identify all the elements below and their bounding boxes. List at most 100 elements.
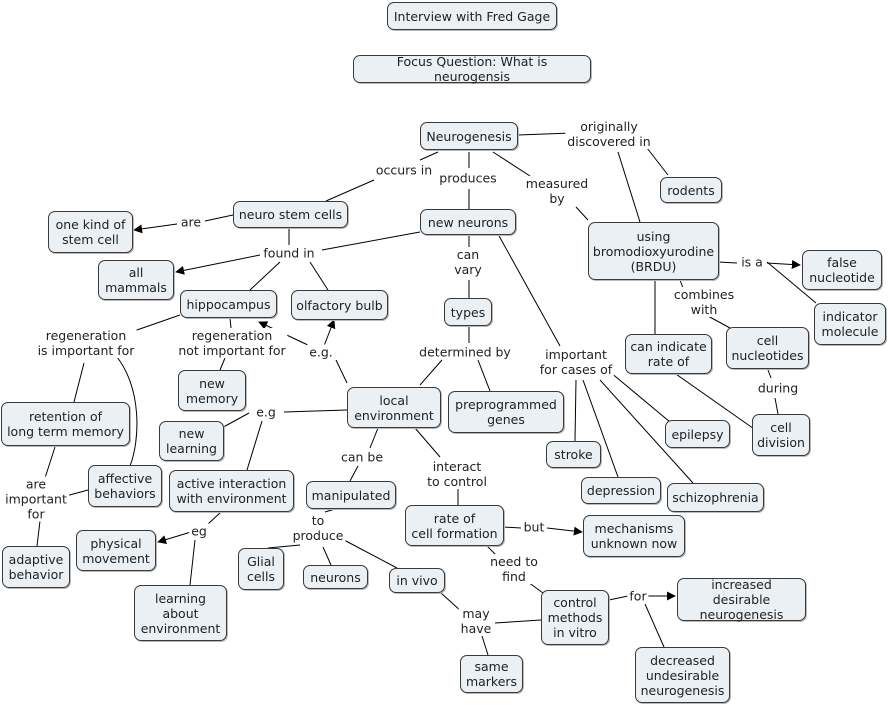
connector bbox=[321, 231, 421, 251]
link-regeneration-important: regeneration is important for bbox=[35, 328, 137, 358]
connector bbox=[175, 254, 261, 275]
node-control-methods-in-vitro: control methods in vitro bbox=[541, 590, 609, 645]
link-need-to-find: need to find bbox=[488, 554, 540, 584]
connector bbox=[717, 261, 738, 264]
connector bbox=[73, 362, 85, 403]
link-for: for bbox=[627, 588, 649, 604]
connector bbox=[672, 371, 758, 432]
node-false-nucleotide: false nucleotide bbox=[802, 250, 882, 290]
connector bbox=[582, 379, 619, 478]
connector bbox=[440, 592, 463, 613]
link-during: during bbox=[755, 380, 801, 396]
node-rodents: rodents bbox=[660, 177, 722, 203]
link-is-a: is a bbox=[739, 254, 765, 270]
connector bbox=[229, 317, 232, 329]
link-but: but bbox=[521, 519, 547, 535]
connector bbox=[322, 546, 332, 566]
link-combines-with: combines with bbox=[671, 287, 737, 317]
link-are: are bbox=[178, 214, 204, 230]
connector bbox=[325, 179, 375, 202]
connector bbox=[419, 359, 443, 386]
connector bbox=[133, 223, 178, 234]
node-preprogrammed-genes: preprogrammed genes bbox=[448, 391, 564, 433]
node-hippocampus: hippocampus bbox=[180, 290, 277, 318]
link-originally-discovered-in: originally discovered in bbox=[565, 119, 653, 149]
node-glial-cells: Glial cells bbox=[238, 548, 284, 590]
node-epilepsy: epilepsy bbox=[665, 420, 730, 448]
node-decreased-undesirable: decreased undesirable neurogenesis bbox=[635, 647, 730, 703]
node-local-environment: local environment bbox=[347, 387, 441, 428]
connector bbox=[774, 397, 779, 415]
connector bbox=[644, 603, 665, 648]
node-mechanisms-unknown: mechanisms unknown now bbox=[583, 515, 685, 557]
connector bbox=[116, 356, 138, 467]
connector bbox=[481, 635, 489, 656]
connector bbox=[574, 379, 577, 442]
connector bbox=[267, 544, 301, 549]
link-eg-local-environment: e.g bbox=[254, 404, 278, 420]
title-box: Interview with Fred Gage bbox=[387, 2, 557, 30]
connector bbox=[157, 531, 192, 544]
connector bbox=[767, 369, 772, 379]
connector bbox=[249, 261, 281, 291]
connector bbox=[283, 409, 348, 413]
connector bbox=[204, 214, 234, 222]
node-new-neurons: new neurons bbox=[420, 209, 516, 235]
link-occurs-in: occurs in bbox=[373, 162, 435, 178]
connector bbox=[766, 261, 817, 304]
link-to-produce: to produce bbox=[290, 513, 346, 543]
node-new-memory: new memory bbox=[178, 370, 246, 411]
node-types: types bbox=[444, 298, 492, 326]
node-retention-long-term-memory: retention of long term memory bbox=[1, 402, 130, 446]
link-interact-to-control: interact to control bbox=[425, 459, 489, 489]
connector bbox=[189, 539, 196, 586]
node-brdu: using bromodioxyurodine (BRDU) bbox=[588, 222, 719, 280]
node-learning-about-environment: learning about environment bbox=[134, 585, 227, 641]
connector bbox=[646, 147, 669, 176]
link-can-vary: can vary bbox=[452, 247, 484, 277]
connector bbox=[517, 132, 573, 136]
connector bbox=[369, 427, 379, 449]
node-cell-nucleotides: cell nucleotides bbox=[726, 327, 809, 369]
link-regeneration-not-important: regeneration not important for bbox=[176, 328, 288, 358]
connector bbox=[494, 619, 542, 624]
node-physical-movement: physical movement bbox=[76, 530, 156, 571]
connector bbox=[44, 446, 56, 479]
connector bbox=[246, 420, 263, 471]
link-important-for-cases: important for cases of bbox=[537, 347, 615, 377]
connector bbox=[546, 526, 583, 536]
node-same-markers: same markers bbox=[460, 655, 523, 693]
node-active-interaction: active interaction with environment bbox=[169, 470, 294, 512]
node-adaptive-behavior: adaptive behavior bbox=[2, 546, 70, 588]
node-neurogenesis: Neurogenesis bbox=[420, 122, 518, 150]
connector bbox=[324, 508, 336, 513]
link-measured-by: measured by bbox=[523, 176, 591, 206]
link-eg-hippocampus: e.g. bbox=[307, 344, 335, 360]
node-one-kind-stem-cell: one kind of stem cell bbox=[48, 211, 133, 253]
node-can-indicate-rate: can indicate rate of bbox=[625, 334, 712, 374]
connector bbox=[766, 260, 801, 270]
link-determined-by: determined by bbox=[417, 344, 513, 360]
node-schizophrenia: schizophrenia bbox=[667, 483, 764, 512]
connector bbox=[609, 371, 671, 423]
connector bbox=[414, 427, 441, 458]
connector bbox=[477, 359, 491, 392]
node-increased-desirable: increased desirable neurogenesis bbox=[677, 577, 806, 622]
connector bbox=[575, 206, 589, 221]
connector bbox=[65, 489, 89, 497]
node-affective-behaviors: affective behaviors bbox=[88, 465, 162, 507]
node-manipulated: manipulated bbox=[306, 481, 396, 509]
node-olfactory-bulb: olfactory bulb bbox=[291, 290, 388, 320]
connector bbox=[323, 319, 336, 347]
connector bbox=[219, 357, 226, 371]
connector bbox=[309, 261, 329, 291]
connector bbox=[502, 526, 522, 529]
link-can-be: can be bbox=[338, 449, 386, 465]
focus-question-box: Focus Question: What is neurogensis bbox=[353, 54, 591, 84]
connector bbox=[707, 315, 731, 329]
connector bbox=[349, 465, 359, 482]
node-stroke: stroke bbox=[546, 441, 601, 468]
node-neuro-stem-cells: neuro stem cells bbox=[233, 201, 348, 228]
node-indicator-molecule: indicator molecule bbox=[814, 303, 886, 345]
